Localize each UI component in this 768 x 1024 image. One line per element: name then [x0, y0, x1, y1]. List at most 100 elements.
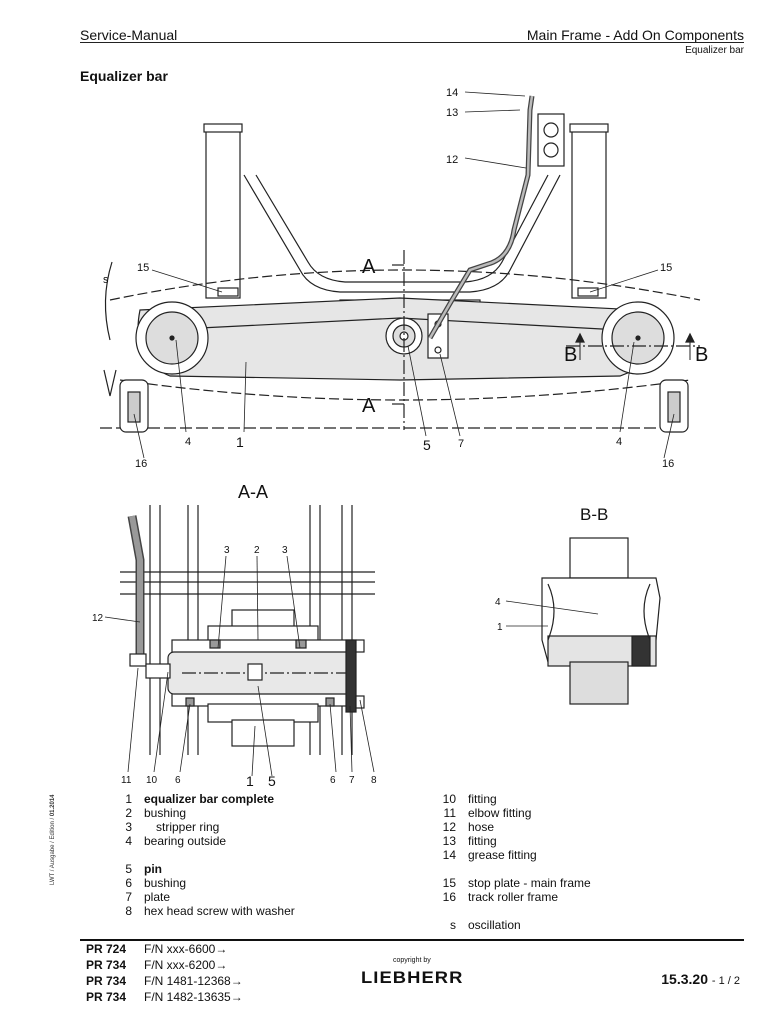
legend-number: 12	[442, 820, 456, 834]
legend-item: 11 elbow fitting	[436, 806, 591, 820]
legend-text: bushing	[144, 806, 187, 820]
legend-number: 1	[125, 792, 132, 806]
callout-3-right: 3	[282, 545, 288, 556]
legend-text: stop plate - main frame	[468, 876, 591, 890]
legend-text: oscillation	[468, 918, 521, 932]
copyright-text: copyright by	[393, 957, 431, 964]
page-title: Equalizer bar	[80, 68, 168, 84]
callout-4-bb: 4	[495, 597, 501, 608]
legend-item: 2 bushing	[112, 806, 295, 820]
section-aa-drawing	[104, 505, 375, 777]
callout-15-right: 15	[660, 262, 672, 274]
callout-1-aa: 1	[246, 773, 254, 789]
legend-text: hose	[468, 820, 495, 834]
legend-number: 14	[442, 848, 456, 862]
legend-text: grease fitting	[468, 848, 537, 862]
legend-text: elbow fitting	[468, 806, 532, 820]
callout-5-aa: 5	[268, 773, 276, 789]
callout-8: 8	[371, 775, 377, 786]
callout-12: 12	[446, 154, 458, 166]
legend-gap	[436, 904, 591, 918]
legend-text: hex head screw with washer	[144, 904, 295, 918]
header-section-title: Main Frame - Add On Components	[526, 27, 744, 43]
legend-gap	[112, 848, 295, 862]
legend-text: fitting	[468, 834, 497, 848]
legend-item: 15 stop plate - main frame	[436, 876, 591, 890]
top-view-labels: 14 13 12 15 15 s A A B B 4 1 5 7 4 16 16	[103, 87, 708, 470]
model-name: PR 734	[86, 958, 127, 972]
legend-number: 2	[125, 806, 132, 820]
section-aa-title: A-A	[238, 482, 268, 502]
legend-item: 6 bushing	[112, 876, 295, 890]
callout-16-left: 16	[135, 458, 147, 470]
legend-text: stripper ring	[156, 820, 220, 834]
model-name: PR 734	[86, 974, 127, 988]
legend-item: s oscillation	[436, 918, 591, 932]
legend-text: fitting	[468, 792, 497, 806]
legend-number: 16	[442, 890, 456, 904]
model-name: PR 724	[86, 942, 127, 956]
liebherr-logo: LIEBHERR	[361, 968, 464, 987]
callout-6-right: 6	[330, 775, 336, 786]
header-manual-title: Service-Manual	[80, 27, 178, 43]
callout-1: 1	[236, 434, 244, 450]
edition-note: LWT / Ausgabe / Edition / 01.2014	[50, 794, 56, 885]
callout-10: 10	[146, 775, 158, 786]
header-subtitle: Equalizer bar	[685, 45, 744, 56]
legend-number: 3	[125, 820, 132, 834]
callout-1-bb: 1	[497, 622, 503, 633]
model-serial-range: F/N 1481-12368→	[144, 974, 243, 988]
legend-number: 5	[125, 862, 132, 876]
header-divider	[80, 42, 744, 43]
legend-item: 13 fitting	[436, 834, 591, 848]
legend-number: 6	[125, 876, 132, 890]
model-row: PR 734 F/N xxx-6200→	[86, 957, 243, 973]
legend-item: 10 fitting	[436, 792, 591, 806]
legend-number: 7	[125, 890, 132, 904]
callout-3-left: 3	[224, 545, 230, 556]
callout-12-aa: 12	[92, 613, 104, 624]
section-b-right: B	[695, 344, 708, 366]
legend-item: 7 plate	[112, 890, 295, 904]
callout-4-right: 4	[616, 436, 622, 448]
legend-item: 14 grease fitting	[436, 848, 591, 862]
callout-5: 5	[423, 437, 431, 453]
legend-text: track roller frame	[468, 890, 559, 904]
legend-text: plate	[144, 890, 171, 904]
callout-s: s	[103, 274, 109, 286]
legend-item: 12 hose	[436, 820, 591, 834]
legend-number: 10	[442, 792, 456, 806]
model-name: PR 734	[86, 990, 127, 1004]
model-row: PR 734 F/N 1481-12368→	[86, 973, 243, 989]
callout-16-right: 16	[662, 458, 674, 470]
legend-number: 15	[442, 876, 456, 890]
legend-item: 5 pin	[112, 862, 295, 876]
legend-text: bushing	[144, 876, 187, 890]
callout-13: 13	[446, 107, 458, 119]
legend-left: 1 equalizer bar complete 2 bushing 3 stripper…	[112, 792, 295, 918]
section-a-top: A	[362, 256, 376, 278]
section-aa-labels: A-A 3 2 3 12 11 10 6 1 5 6 7 8	[92, 482, 377, 789]
legend-number: 11	[443, 806, 456, 820]
callout-15-left: 15	[137, 262, 149, 274]
top-view-drawing	[100, 91, 701, 459]
legend-text: bearing outside	[144, 834, 227, 848]
callout-11: 11	[121, 775, 132, 786]
section-bb-drawing	[505, 537, 661, 705]
legend-text: pin	[144, 862, 162, 876]
legend-item: 16 track roller frame	[436, 890, 591, 904]
callout-7-aa: 7	[349, 775, 355, 786]
legend-number: 13	[442, 834, 456, 848]
legend-text: equalizer bar complete	[144, 792, 275, 806]
callout-7: 7	[458, 438, 464, 450]
legend-number: s	[450, 918, 456, 932]
callout-4-left: 4	[185, 436, 191, 448]
footer-divider	[80, 939, 744, 941]
model-serial-range: F/N xxx-6200→	[144, 958, 228, 972]
callout-14: 14	[446, 87, 458, 99]
